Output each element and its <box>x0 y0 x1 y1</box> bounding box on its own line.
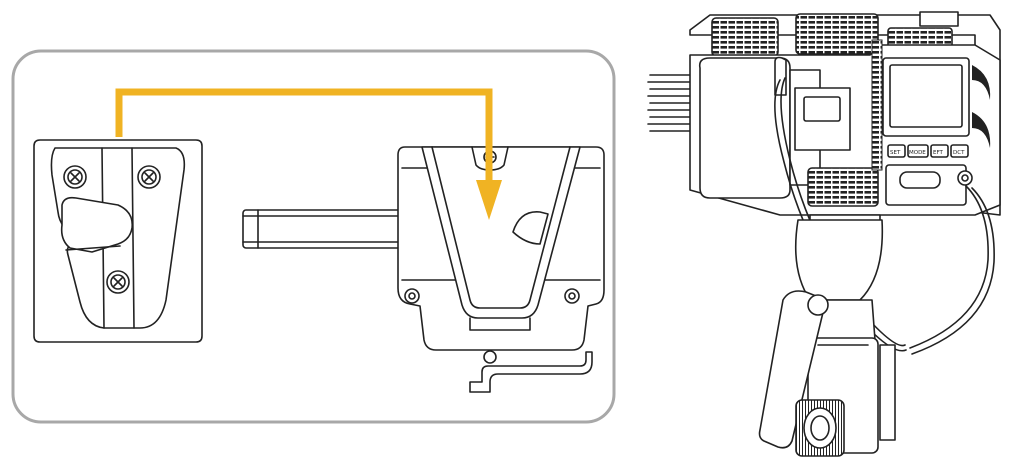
latch-plate <box>33 139 203 343</box>
arrow-down-icon <box>115 88 502 220</box>
effect-button-label: EFT <box>933 150 944 156</box>
locking-knob <box>795 399 845 457</box>
effect-button-icon: EFT <box>930 144 949 158</box>
screw-icon <box>63 165 87 189</box>
mode-button-label: MODE <box>909 150 926 156</box>
dct-button-icon: DCT <box>950 144 969 158</box>
dct-button-label: DCT <box>953 150 965 156</box>
screw-icon <box>106 270 130 294</box>
mounting-rod <box>242 209 404 249</box>
video-light-icon: SET MODE EFT DCT <box>647 11 1001 457</box>
set-button-icon: SET <box>887 144 906 158</box>
mode-button-icon: MODE <box>907 144 929 158</box>
battery-plate-icon <box>397 146 605 393</box>
set-button-label: SET <box>890 150 901 156</box>
control-buttons: SET MODE EFT DCT <box>887 144 969 158</box>
cooling-fins <box>647 70 691 142</box>
screw-icon <box>137 165 161 189</box>
